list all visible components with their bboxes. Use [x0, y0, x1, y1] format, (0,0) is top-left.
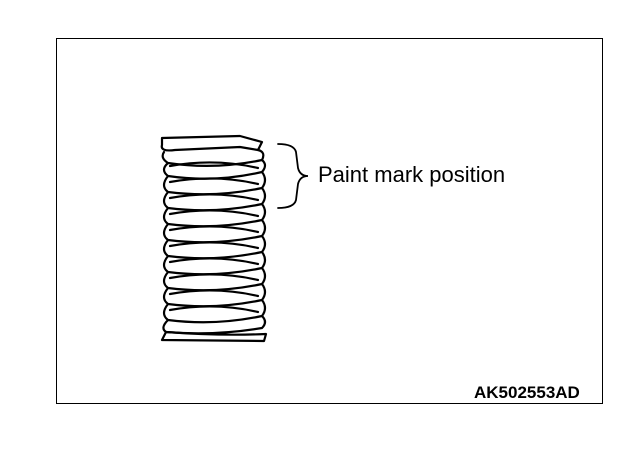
coil-spring: [160, 134, 268, 343]
callout-bracket: [277, 143, 309, 209]
paint-mark-label: Paint mark position: [318, 162, 506, 187]
figure-id: AK502553AD: [474, 383, 580, 402]
diagram-frame: [56, 38, 603, 404]
